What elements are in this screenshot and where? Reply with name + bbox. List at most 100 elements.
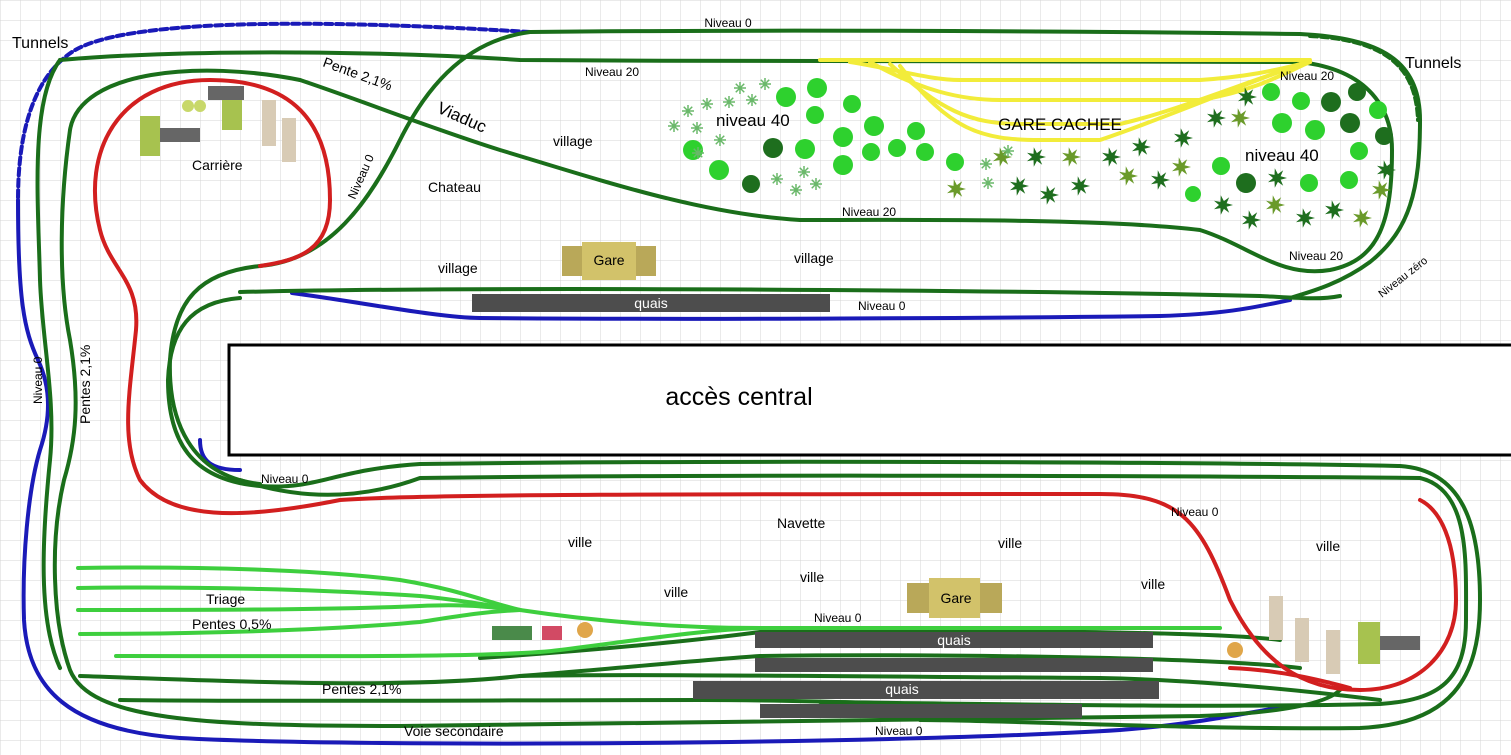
- tree: [1242, 210, 1261, 230]
- track-green-station-line-1: [478, 628, 1282, 660]
- track-green-main-top-line: [238, 287, 1342, 301]
- village-label-3: village: [794, 250, 834, 266]
- silo-4: [1295, 618, 1309, 662]
- ville-label-2: ville: [998, 535, 1022, 551]
- silo-3: [1269, 596, 1283, 640]
- station-building-bottom-label: Gare: [940, 590, 971, 606]
- carriere-label: Carrière: [192, 157, 243, 173]
- shrub: [746, 94, 758, 106]
- ville-label-3: ville: [1316, 538, 1340, 554]
- track-green-station-line-3: [78, 673, 1382, 702]
- ville-label-1: ville: [568, 534, 592, 550]
- track-yellow-5: [898, 62, 1302, 142]
- tree: [742, 175, 760, 193]
- niveau20-right-top-label: Niveau 20: [1280, 69, 1334, 83]
- quarry-conveyor-2: [1380, 636, 1420, 650]
- shrub: [723, 96, 735, 108]
- track-blue-tunnel-left: [16, 21, 532, 202]
- tree: [807, 78, 827, 98]
- tree: [864, 116, 884, 136]
- platform-bottom-3-label: quais: [885, 681, 918, 697]
- platform-bottom-2: [755, 658, 1153, 672]
- central-access: accès central: [227, 343, 1511, 457]
- yard: Triage Pentes 0,5%: [76, 565, 1222, 659]
- hidden-station: GARE CACHEE: [818, 58, 1312, 142]
- shrub: [798, 166, 810, 178]
- yard-track-1: [76, 565, 1222, 630]
- tree: [1350, 142, 1368, 160]
- shrub: [682, 105, 694, 117]
- ville-label-5: ville: [664, 584, 688, 600]
- tree: [843, 95, 861, 113]
- tree: [916, 143, 934, 161]
- tree: [1062, 147, 1081, 167]
- quarry-wheel-2: [194, 100, 206, 112]
- tree: [993, 147, 1012, 167]
- niveau0-bottom-label: Niveau 0: [875, 724, 923, 738]
- shrub: [759, 78, 771, 90]
- track-green-inner-top: [166, 296, 1482, 731]
- central-access-label: accès central: [665, 383, 812, 411]
- tree: [1172, 157, 1191, 177]
- track-green-second-ring: [52, 68, 1342, 728]
- station-building-bottom-body: [929, 578, 980, 618]
- hidden-station-label: GARE CACHEE: [998, 115, 1122, 134]
- navette-label: Navette: [777, 515, 825, 531]
- shuttle-line: [93, 78, 1458, 692]
- yard-slope-label: Pentes 0,5%: [192, 616, 271, 632]
- track-blue-outer-left: [16, 198, 1292, 746]
- niveau0-left-vertical-label: Niveau 0: [31, 356, 45, 404]
- pentes-bottom-label: Pentes 2,1%: [322, 681, 401, 697]
- track-red-bottom-spur: [1228, 666, 1352, 690]
- tree: [1372, 180, 1391, 200]
- tree: [862, 143, 880, 161]
- quarry-machine-4: [1358, 622, 1380, 664]
- tree: [907, 122, 925, 140]
- platform-top: [472, 294, 830, 312]
- tree: [1071, 176, 1090, 196]
- tree: [1296, 208, 1315, 228]
- tree: [1305, 120, 1325, 140]
- tree: [1375, 127, 1393, 145]
- track-red-carriere-inner: [258, 198, 332, 268]
- niveau0-navette-label: Niveau 0: [1171, 505, 1219, 519]
- platforms: quais quais quais: [472, 294, 1159, 718]
- village-label-1: village: [553, 133, 593, 149]
- niveau40-left-label: niveau 40: [716, 111, 790, 130]
- station-buildings: Gare Gare: [562, 242, 1002, 618]
- silo-5: [1326, 630, 1340, 674]
- track-green-third-ring: [35, 58, 62, 670]
- yard-track-5: [114, 626, 762, 659]
- yard-track-3: [76, 603, 522, 612]
- tree: [1174, 128, 1193, 148]
- ville-label-4: ville: [800, 569, 824, 585]
- yard-tank: [577, 622, 593, 638]
- track-green-tunnel-right: [1308, 34, 1420, 122]
- niveau20-right-label: Niveau 20: [1289, 249, 1343, 263]
- shrub: [982, 177, 994, 189]
- central-access-border: [227, 343, 1511, 457]
- quarry-machine-2: [208, 86, 244, 100]
- tree: [1214, 195, 1233, 215]
- station-building-bottom: Gare: [907, 578, 1002, 618]
- yard-label: Triage: [206, 591, 245, 607]
- tree: [1151, 170, 1170, 190]
- voie-secondaire-label: Voie secondaire: [404, 723, 504, 739]
- tree: [1185, 186, 1201, 202]
- silo-1: [262, 100, 276, 146]
- ville-label-6: ville: [1141, 576, 1165, 592]
- tree: [806, 106, 824, 124]
- tree: [946, 153, 964, 171]
- tree: [1010, 176, 1029, 196]
- tree: [1236, 173, 1256, 193]
- station-building-top-wing-left: [562, 246, 582, 276]
- track-green-pentes-bottom: [118, 698, 1052, 710]
- chateau-label: Chateau: [428, 179, 481, 195]
- yard-track-2: [76, 585, 522, 612]
- village-label-2: village: [438, 260, 478, 276]
- shrub: [714, 134, 726, 146]
- quarry-machine-1: [140, 116, 160, 156]
- track-red-carriere-loop: [93, 78, 1458, 692]
- tree: [888, 139, 906, 157]
- pentes-left-vertical-label: Pentes 2,1%: [77, 345, 93, 424]
